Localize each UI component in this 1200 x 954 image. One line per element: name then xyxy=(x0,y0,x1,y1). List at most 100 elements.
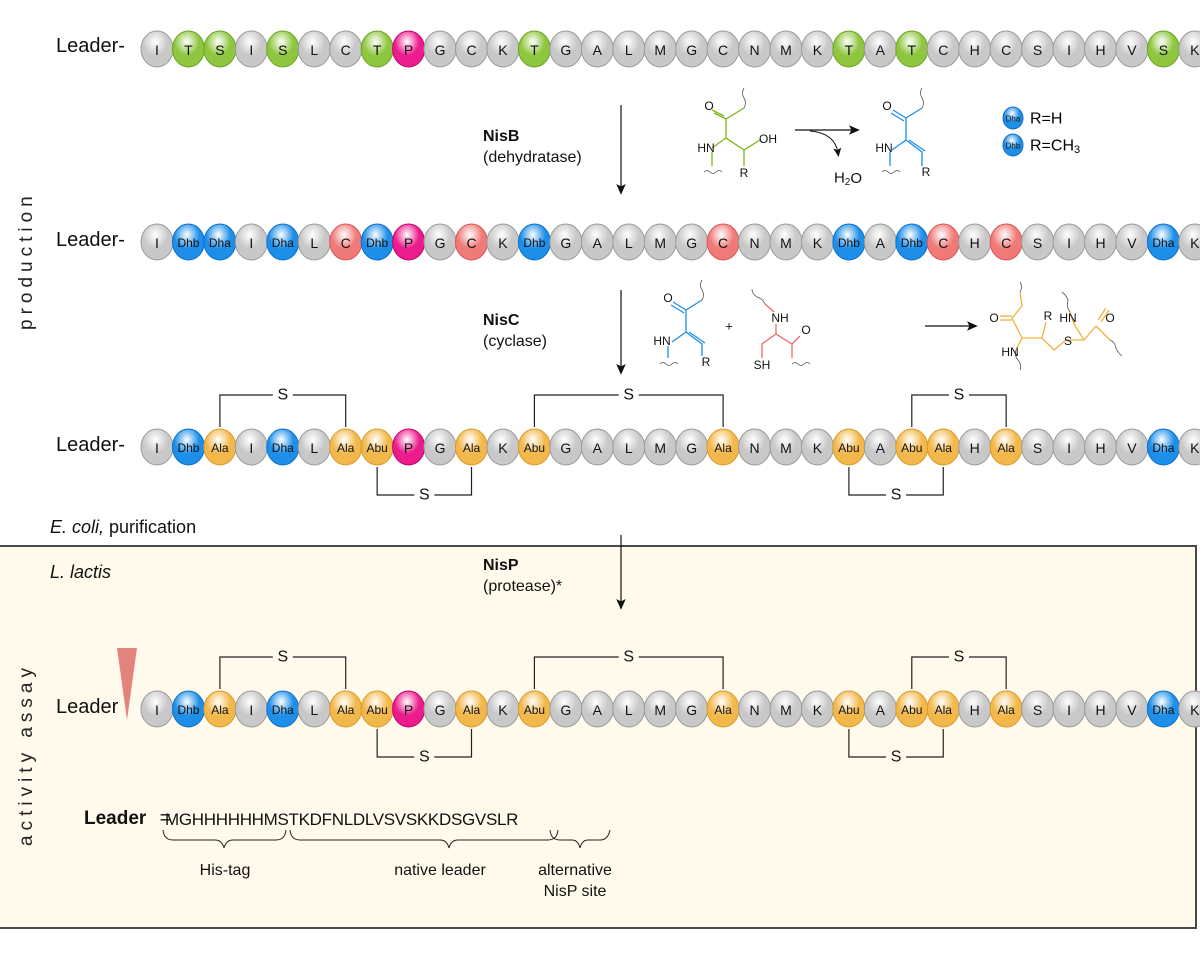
bead-label: Dha xyxy=(1152,236,1174,250)
bead-label: C xyxy=(341,42,351,58)
bead-label: Abu xyxy=(366,441,387,455)
enzyme-role-nisp: (protease)* xyxy=(483,578,563,595)
residue-bead: P xyxy=(392,223,426,261)
residue-bead: H xyxy=(958,690,992,728)
bead-label: I xyxy=(155,235,159,251)
residue-bead: Ala xyxy=(455,690,488,728)
bead-label: V xyxy=(1127,702,1137,718)
residue-bead: L xyxy=(612,223,646,261)
atom-o: O xyxy=(801,323,810,337)
leader-label-cyclized: Leader- xyxy=(56,434,125,456)
bead-label: Abu xyxy=(838,703,859,717)
bead-label: K xyxy=(813,235,823,251)
residue-bead: S xyxy=(266,30,300,68)
leader-label-cleaved: Leader xyxy=(56,696,119,718)
residue-bead: C xyxy=(706,30,740,68)
atom-nh: NH xyxy=(771,311,788,325)
threonine-structure xyxy=(703,87,761,174)
bead-label: I xyxy=(249,235,253,251)
bead-label: G xyxy=(560,440,571,456)
bead-label: Dhb xyxy=(366,236,388,250)
residue-bead: I xyxy=(140,223,174,261)
bead-label: I xyxy=(249,440,253,456)
residue-bead: I xyxy=(1052,690,1086,728)
bead-label: N xyxy=(749,702,759,718)
residue-bead: I xyxy=(1052,223,1086,261)
residue-bead: K xyxy=(486,30,520,68)
residue-bead: Ala xyxy=(203,428,237,466)
atom-o1: O xyxy=(989,311,998,325)
residue-bead: S xyxy=(1146,30,1180,68)
residue-bead: M xyxy=(769,30,803,68)
residue-bead: G xyxy=(423,30,457,68)
leader-label-dehydrated: Leader- xyxy=(56,229,125,251)
residue-bead: L xyxy=(297,30,331,68)
bead-label: K xyxy=(1190,702,1200,718)
thioether-bridge-label: S xyxy=(891,487,902,504)
bead-label: A xyxy=(876,235,886,251)
bead-label: T xyxy=(845,42,854,58)
thioether-bridge-line xyxy=(911,394,1007,427)
residue-bead: P xyxy=(392,690,426,728)
enzyme-name-nisp: NisP xyxy=(483,557,519,574)
residue-bead: V xyxy=(1115,428,1149,466)
residue-bead: C xyxy=(989,223,1023,261)
bead-label: C xyxy=(466,235,476,251)
bead-label: L xyxy=(310,235,318,251)
bead-label: Ala xyxy=(935,703,953,717)
residue-bead: G xyxy=(675,428,709,466)
bead-label: N xyxy=(749,42,759,58)
leader-def-equals: = xyxy=(159,808,171,829)
bead-label: K xyxy=(813,440,823,456)
enzyme-role-nisc: (cyclase) xyxy=(483,333,548,350)
bead-label: G xyxy=(435,235,446,251)
residue-bead: Dha xyxy=(266,223,300,261)
residue-bead: T xyxy=(360,30,394,68)
bead-label: P xyxy=(404,702,413,718)
residue-bead: Abu xyxy=(895,428,929,466)
bead-label: I xyxy=(1067,235,1071,251)
atom-o: O xyxy=(663,291,672,305)
residue-bead: V xyxy=(1115,690,1149,728)
residue-bead: I xyxy=(140,428,174,466)
bead-label: C xyxy=(718,42,728,58)
bead-label: M xyxy=(654,235,666,251)
residue-bead: C xyxy=(706,223,740,261)
bead-label: Abu xyxy=(524,703,545,717)
leader-sequence: MGHHHHHHMSTKDFNLDLVSVSKKDSGVSLR xyxy=(165,810,519,829)
bead-label: G xyxy=(686,42,697,58)
residue-bead: G xyxy=(675,30,709,68)
bead-label: L xyxy=(310,42,318,58)
atom-hn1: HN xyxy=(1059,311,1076,325)
residue-bead: Dha xyxy=(266,690,300,728)
atom-r: R xyxy=(740,166,749,180)
thioether-bridge-label: S xyxy=(419,487,430,504)
residue-bead: T xyxy=(832,30,866,68)
residue-bead: Dha xyxy=(203,223,237,261)
bead-label: V xyxy=(1127,440,1137,456)
bead-label: M xyxy=(780,235,792,251)
residue-bead: H xyxy=(1084,428,1117,466)
bead-label: Dhb xyxy=(901,236,923,250)
bead-label: Ala xyxy=(714,703,732,717)
bead-label: H xyxy=(970,235,980,251)
thioether-bridge-line xyxy=(848,729,944,758)
residue-bead: L xyxy=(612,30,646,68)
residue-bead: Dha xyxy=(1146,690,1180,728)
residue-bead: L xyxy=(612,428,646,466)
bead-label: A xyxy=(876,702,886,718)
residue-bead: Ala xyxy=(706,690,740,728)
residue-bead: M xyxy=(769,428,803,466)
bead-label: Dha xyxy=(1152,441,1174,455)
thioether-bridge-label: S xyxy=(277,387,288,404)
residue-bead: I xyxy=(234,690,268,728)
bead-label: K xyxy=(813,42,823,58)
bead-label: L xyxy=(625,702,633,718)
bead-label: S xyxy=(1033,235,1042,251)
bead-label: Dhb xyxy=(177,236,199,250)
bead-label: I xyxy=(1067,440,1071,456)
residue-bead: K xyxy=(1178,690,1200,728)
residue-bead: I xyxy=(234,223,268,261)
